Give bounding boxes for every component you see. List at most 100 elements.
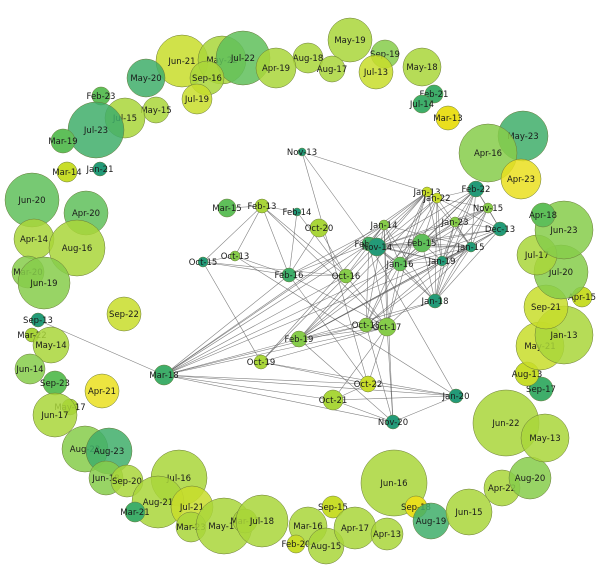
node-circle[interactable]: [359, 375, 377, 393]
graph-node[interactable]: Sep-15: [318, 495, 348, 519]
node-circle[interactable]: [520, 413, 570, 463]
graph-node[interactable]: Apr-18: [529, 202, 557, 228]
graph-node[interactable]: Jul-18: [235, 494, 289, 548]
graph-node[interactable]: Jan-23: [441, 216, 469, 228]
graph-node[interactable]: Mar-13: [433, 105, 463, 131]
graph-node[interactable]: May-19: [327, 17, 373, 63]
node-circle[interactable]: [297, 147, 307, 157]
node-circle[interactable]: [431, 192, 443, 204]
node-circle[interactable]: [421, 186, 433, 198]
graph-node[interactable]: Jun-14: [14, 353, 46, 385]
graph-node[interactable]: Apr-21: [84, 373, 120, 409]
graph-node[interactable]: Sep-20: [110, 464, 144, 498]
node-circle[interactable]: [385, 414, 401, 430]
node-circle[interactable]: [217, 198, 237, 218]
graph-node[interactable]: Jan-18: [421, 293, 449, 309]
node-circle[interactable]: [465, 241, 477, 253]
graph-node[interactable]: Jan-16: [386, 256, 414, 272]
graph-node[interactable]: Feb-22: [462, 180, 491, 198]
graph-node[interactable]: Apr-23: [500, 158, 542, 200]
graph-node[interactable]: Jan-22: [423, 192, 451, 204]
node-circle[interactable]: [458, 123, 518, 183]
node-circle[interactable]: [318, 55, 346, 83]
node-circle[interactable]: [338, 268, 354, 284]
graph-node[interactable]: Dec-13: [485, 221, 515, 237]
node-circle[interactable]: [500, 158, 542, 200]
node-circle[interactable]: [482, 202, 494, 214]
node-circle[interactable]: [30, 312, 46, 328]
graph-node[interactable]: Aug-19: [412, 502, 450, 540]
node-circle[interactable]: [530, 202, 556, 228]
node-circle[interactable]: [32, 326, 70, 364]
graph-node[interactable]: Sep-13: [23, 312, 53, 328]
node-circle[interactable]: [197, 256, 209, 268]
node-circle[interactable]: [17, 256, 71, 310]
graph-node[interactable]: Sep-23: [40, 370, 70, 396]
node-circle[interactable]: [467, 180, 485, 198]
node-circle[interactable]: [412, 233, 432, 253]
node-circle[interactable]: [254, 198, 270, 214]
node-circle[interactable]: [435, 105, 461, 131]
graph-node[interactable]: Oct-19: [247, 354, 276, 370]
node-circle[interactable]: [286, 534, 306, 554]
node-circle[interactable]: [50, 128, 76, 154]
graph-node[interactable]: Jan-13: [413, 186, 441, 198]
node-circle[interactable]: [392, 256, 408, 272]
graph-node[interactable]: Jan-19: [428, 255, 456, 267]
graph-node[interactable]: Oct-18: [352, 317, 381, 333]
graph-node[interactable]: Apr-19: [255, 47, 297, 89]
graph-node[interactable]: Apr-16: [458, 123, 518, 183]
graph-node[interactable]: Jun-19: [17, 256, 71, 310]
node-circle[interactable]: [14, 353, 46, 385]
node-circle[interactable]: [378, 219, 390, 231]
graph-node[interactable]: May-13: [520, 413, 570, 463]
graph-node[interactable]: Feb-14: [283, 207, 312, 218]
node-circle[interactable]: [370, 517, 404, 551]
node-circle[interactable]: [92, 161, 108, 177]
graph-node[interactable]: Jan-20: [442, 388, 470, 404]
node-circle[interactable]: [84, 373, 120, 409]
node-circle[interactable]: [48, 219, 106, 277]
graph-node[interactable]: Apr-17: [333, 506, 377, 550]
node-circle[interactable]: [402, 47, 442, 87]
node-circle[interactable]: [290, 330, 308, 348]
node-circle[interactable]: [153, 364, 175, 386]
graph-node[interactable]: Nov-14: [362, 237, 392, 257]
node-circle[interactable]: [124, 501, 146, 523]
graph-node[interactable]: Nov-13: [287, 147, 317, 158]
node-circle[interactable]: [367, 237, 387, 257]
graph-node[interactable]: May-18: [402, 47, 442, 87]
graph-node[interactable]: Mar-19: [48, 128, 78, 154]
graph-node[interactable]: Oct-17: [373, 317, 402, 337]
graph-node[interactable]: Oct-20: [305, 218, 334, 238]
graph-node[interactable]: Aug-20: [508, 456, 552, 500]
node-circle[interactable]: [322, 389, 344, 411]
node-circle[interactable]: [309, 218, 329, 238]
graph-node[interactable]: May-14: [32, 326, 70, 364]
graph-node[interactable]: Feb-21: [420, 84, 449, 104]
graph-node[interactable]: Mar-21: [120, 501, 150, 523]
node-circle[interactable]: [445, 488, 493, 536]
node-circle[interactable]: [32, 392, 78, 438]
graph-node[interactable]: May-20: [126, 58, 166, 98]
node-circle[interactable]: [321, 495, 345, 519]
graph-node[interactable]: Mar-14: [52, 161, 82, 183]
node-circle[interactable]: [106, 296, 142, 332]
graph-node[interactable]: Jul-13: [358, 54, 394, 90]
graph-node[interactable]: Jul-14: [409, 94, 434, 114]
node-circle[interactable]: [181, 83, 213, 115]
graph-node[interactable]: Sep-22: [106, 296, 142, 332]
node-circle[interactable]: [56, 161, 78, 183]
node-circle[interactable]: [358, 54, 394, 90]
graph-node[interactable]: Feb-20: [282, 534, 311, 554]
graph-node[interactable]: Feb-13: [248, 198, 277, 214]
node-circle[interactable]: [253, 354, 269, 370]
graph-node[interactable]: Apr-14: [13, 218, 55, 260]
node-circle[interactable]: [229, 250, 241, 262]
graph-node[interactable]: Jun-17: [32, 392, 78, 438]
node-circle[interactable]: [327, 17, 373, 63]
graph-node[interactable]: Feb-15: [408, 233, 437, 253]
graph-node[interactable]: Jan-21: [86, 161, 114, 177]
node-circle[interactable]: [492, 221, 508, 237]
graph-node[interactable]: Oct-22: [354, 375, 383, 393]
